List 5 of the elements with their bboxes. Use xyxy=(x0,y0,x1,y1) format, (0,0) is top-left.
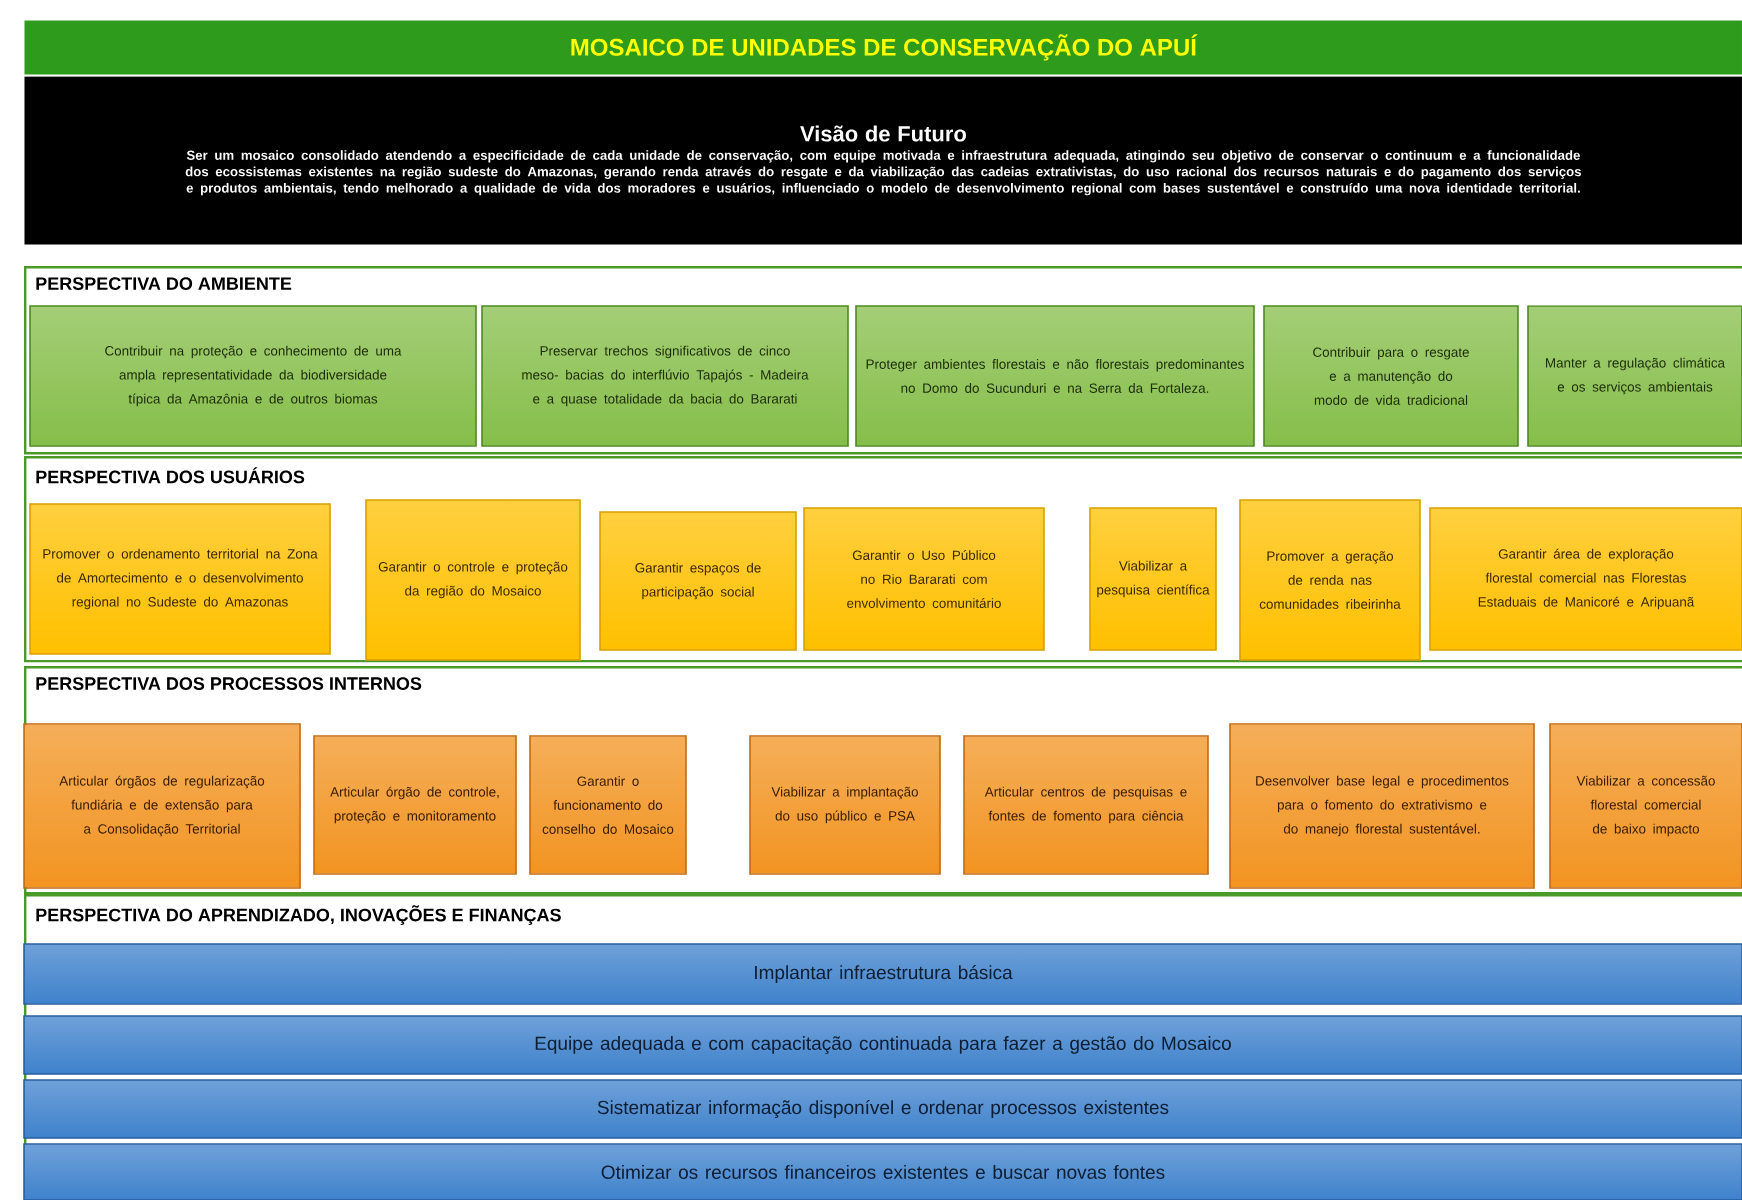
goal-bar: Equipe adequada e com capacitação continuada para fazer a gestão do Mosaico xyxy=(23,1015,1742,1075)
title-band: MOSAICO DE UNIDADES DE CONSERVAÇÃO DO APUÍ xyxy=(24,20,1742,75)
goal-bar: Implantar infraestrutura básica xyxy=(23,943,1742,1005)
goal-bar: Otimizar os recursos financeiros existentes e buscar novas fontes xyxy=(23,1143,1742,1200)
goal-bar: Sistematizar informação disponível e ordenar processos existentes xyxy=(23,1079,1742,1139)
